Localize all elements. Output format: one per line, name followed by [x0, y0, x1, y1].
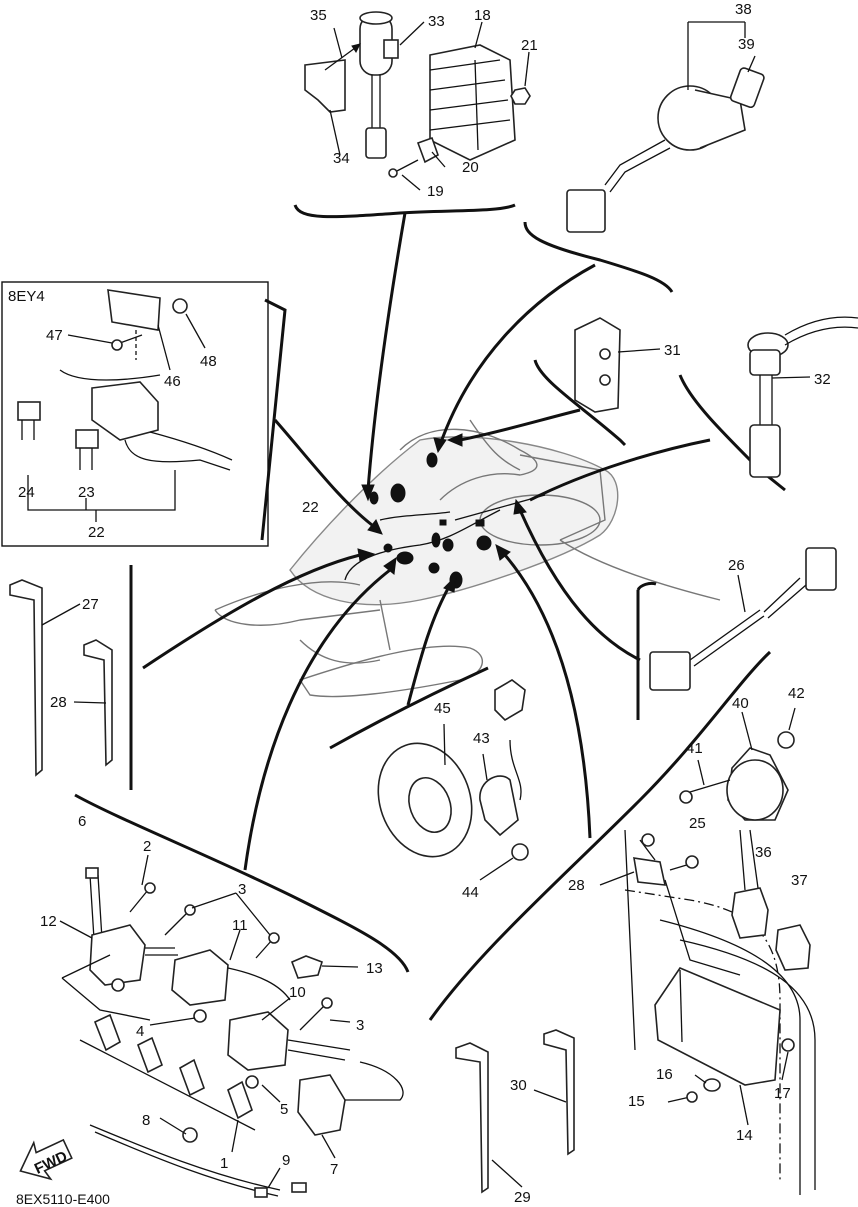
callout-5: 5: [280, 1101, 288, 1118]
regulator-group: [304, 11, 531, 191]
callout-31: 31: [664, 342, 681, 359]
callout-29: 29: [514, 1189, 531, 1206]
cable-bands-29-30: [455, 1029, 575, 1194]
callout-10: 10: [289, 984, 306, 1001]
callout-36: 36: [755, 844, 772, 861]
callout-labels: 35 33 18 21 34 20 19 38 39 8EY4 47 46 48…: [8, 1, 831, 1207]
callout-14: 14: [736, 1127, 753, 1144]
callout-16: 16: [656, 1066, 673, 1083]
cdi-group: [599, 829, 816, 1195]
snowmobile-drawing: [214, 419, 721, 698]
callout-37: 37: [791, 872, 808, 889]
main-switch-group: [566, 21, 765, 233]
callout-11: 11: [232, 917, 248, 934]
callout-34: 34: [333, 150, 350, 167]
callout-43: 43: [473, 730, 490, 747]
callout-30: 30: [510, 1077, 527, 1094]
callout-44: 44: [462, 884, 479, 901]
callout-42: 42: [788, 685, 805, 702]
callout-32: 32: [814, 371, 831, 388]
callout-23: 23: [78, 484, 95, 501]
callout-18: 18: [474, 7, 491, 24]
callout-8: 8: [142, 1112, 150, 1129]
callout-6: 6: [78, 813, 86, 830]
callout-17: 17: [774, 1085, 791, 1102]
pickup-coil-group: [377, 679, 796, 881]
callout-20: 20: [462, 159, 479, 176]
harness-26: [649, 547, 837, 691]
callout-46: 46: [164, 373, 181, 390]
callout-12: 12: [40, 913, 57, 930]
callout-28-right: 28: [568, 877, 585, 894]
callout-19: 19: [427, 183, 444, 200]
callout-1: 1: [220, 1155, 228, 1172]
callout-45: 45: [434, 700, 451, 717]
callout-26: 26: [728, 557, 745, 574]
callout-28-left: 28: [50, 694, 67, 711]
callout-40: 40: [732, 695, 749, 712]
callout-2: 2: [143, 838, 151, 855]
switch-31-32: [574, 316, 858, 478]
fwd-arrow: FWD: [19, 1138, 73, 1181]
callout-4: 4: [136, 1023, 144, 1040]
callout-25: 25: [689, 815, 706, 832]
callout-7: 7: [330, 1161, 338, 1178]
callout-24: 24: [18, 484, 35, 501]
footer-code: 8EX5110-E400: [16, 1191, 110, 1207]
callout-13: 13: [366, 960, 383, 977]
callout-9: 9: [282, 1152, 290, 1169]
callout-39: 39: [738, 36, 755, 53]
callout-35: 35: [310, 7, 327, 24]
callout-22: 22: [302, 499, 319, 516]
callout-48: 48: [200, 353, 217, 370]
callout-3-bottom: 3: [356, 1017, 364, 1034]
callout-22-inset: 22: [88, 524, 105, 541]
callout-38: 38: [735, 1, 752, 18]
ignition-coil-group: [59, 854, 404, 1198]
callout-21: 21: [521, 37, 538, 54]
callout-33: 33: [428, 13, 445, 30]
callout-3-top: 3: [238, 881, 246, 898]
callout-41: 41: [686, 740, 703, 757]
inset-label: 8EY4: [8, 288, 45, 305]
group-leader-lines: [74, 203, 786, 1021]
callout-15: 15: [628, 1093, 645, 1110]
callout-27: 27: [82, 596, 99, 613]
cable-bands-27-28: [9, 579, 113, 777]
callout-47: 47: [46, 327, 63, 344]
inset-8ey4: [1, 281, 269, 547]
